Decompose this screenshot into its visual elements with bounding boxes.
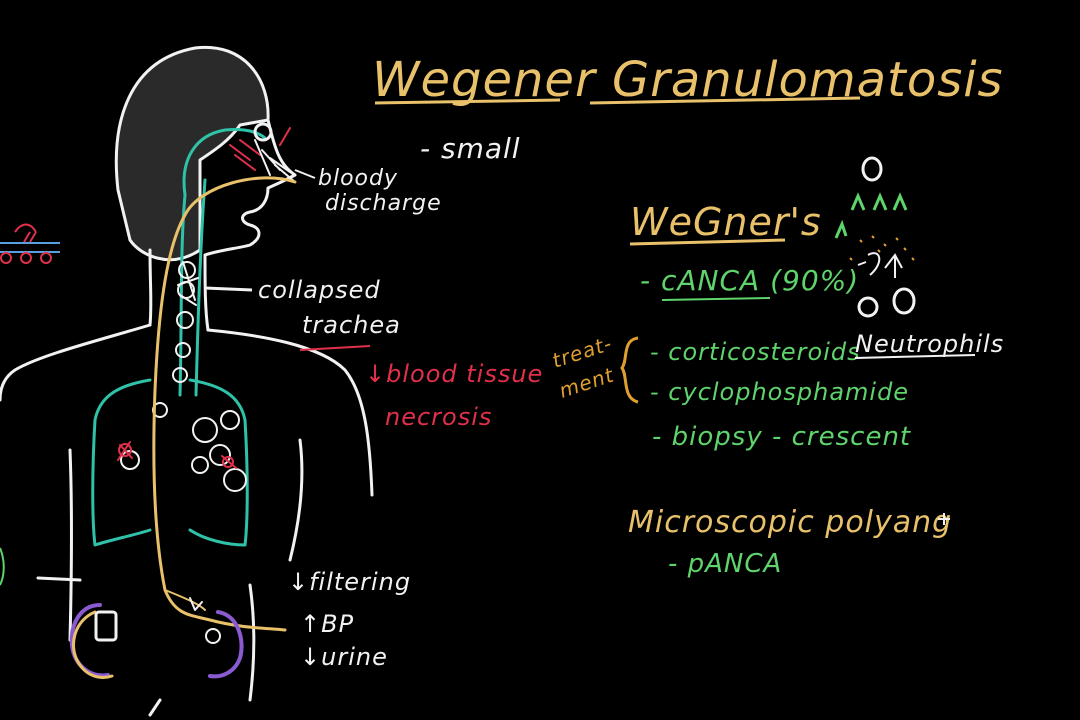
notes-panel: WeGner's - cANCA (90%) treat- ment - cor… bbox=[549, 200, 1004, 579]
label-discharge: discharge bbox=[325, 191, 442, 216]
torso-right bbox=[206, 328, 374, 497]
right-kidney-glomerulus bbox=[205, 628, 221, 644]
neck-right bbox=[203, 253, 210, 332]
microscopic-line: Microscopic polyang bbox=[628, 505, 952, 540]
torso-right-side bbox=[288, 438, 304, 562]
pointer-collapsed bbox=[204, 286, 253, 292]
label-collapsed: collapsed bbox=[258, 276, 381, 304]
human-body-diagram bbox=[0, 45, 374, 717]
torso-lower-right bbox=[248, 583, 256, 702]
nasal-lines bbox=[254, 139, 296, 183]
lung-hemorrhage-marks bbox=[117, 127, 291, 469]
cyclophosphamide-line: - cyclophosphamide bbox=[650, 378, 909, 406]
torso-left bbox=[0, 323, 152, 402]
label-bp: ↑BP bbox=[300, 610, 354, 638]
label-bloody: bloody bbox=[318, 166, 398, 191]
airway-trachea-right bbox=[194, 178, 207, 397]
biopsy-line: - biopsy - crescent bbox=[652, 422, 911, 452]
collapsed-trachea-marks bbox=[177, 261, 199, 306]
title-underline-2 bbox=[589, 96, 861, 105]
right-kidney bbox=[208, 610, 244, 679]
neutrophils-underline bbox=[854, 354, 976, 359]
granulomas bbox=[120, 261, 247, 492]
pointer-discharge bbox=[294, 169, 316, 179]
head-outline bbox=[203, 118, 297, 257]
canca-line: - cANCA (90%) bbox=[640, 264, 859, 297]
vessel-detail-sketch bbox=[0, 223, 60, 586]
blood-vessel bbox=[152, 176, 297, 632]
label-trachea: trachea bbox=[302, 311, 401, 339]
trachea-underline bbox=[299, 345, 371, 351]
panca-line: - pANCA bbox=[668, 549, 782, 579]
hip-lines bbox=[36, 576, 162, 717]
torso-left-side bbox=[68, 448, 73, 642]
left-kidney-outer bbox=[72, 610, 114, 679]
subtitle-small: - small bbox=[420, 132, 521, 165]
title-underline-1 bbox=[374, 98, 561, 105]
header: Wegener Granulomatosis - small bbox=[372, 52, 1004, 165]
body-labels: bloody discharge collapsed trachea ↓bloo… bbox=[204, 166, 543, 671]
left-lung bbox=[91, 378, 152, 547]
kidney-arrow bbox=[189, 597, 203, 611]
page-title: Wegener Granulomatosis bbox=[372, 52, 1004, 108]
canca-underline bbox=[661, 297, 771, 301]
neutrophil-antibody-sketch bbox=[834, 156, 916, 318]
label-necrosis: necrosis bbox=[385, 403, 492, 431]
neck-left bbox=[148, 248, 153, 327]
wegeners-heading: WeGner's bbox=[630, 200, 822, 244]
pen-cursor-icon bbox=[938, 513, 950, 525]
left-kidney-glomerulus bbox=[94, 610, 118, 642]
wegeners-underline bbox=[629, 238, 786, 246]
nasal-granuloma bbox=[253, 122, 273, 142]
treatment-brace bbox=[620, 336, 639, 404]
label-filtering: ↓filtering bbox=[288, 568, 411, 596]
right-lung bbox=[188, 378, 249, 547]
corticosteroids-line: - corticosteroids bbox=[650, 338, 861, 366]
label-blood-tissue: ↓blood tissue bbox=[365, 360, 543, 388]
neutrophils-label: Neutrophils bbox=[855, 330, 1004, 358]
label-urine: ↓urine bbox=[300, 643, 388, 671]
